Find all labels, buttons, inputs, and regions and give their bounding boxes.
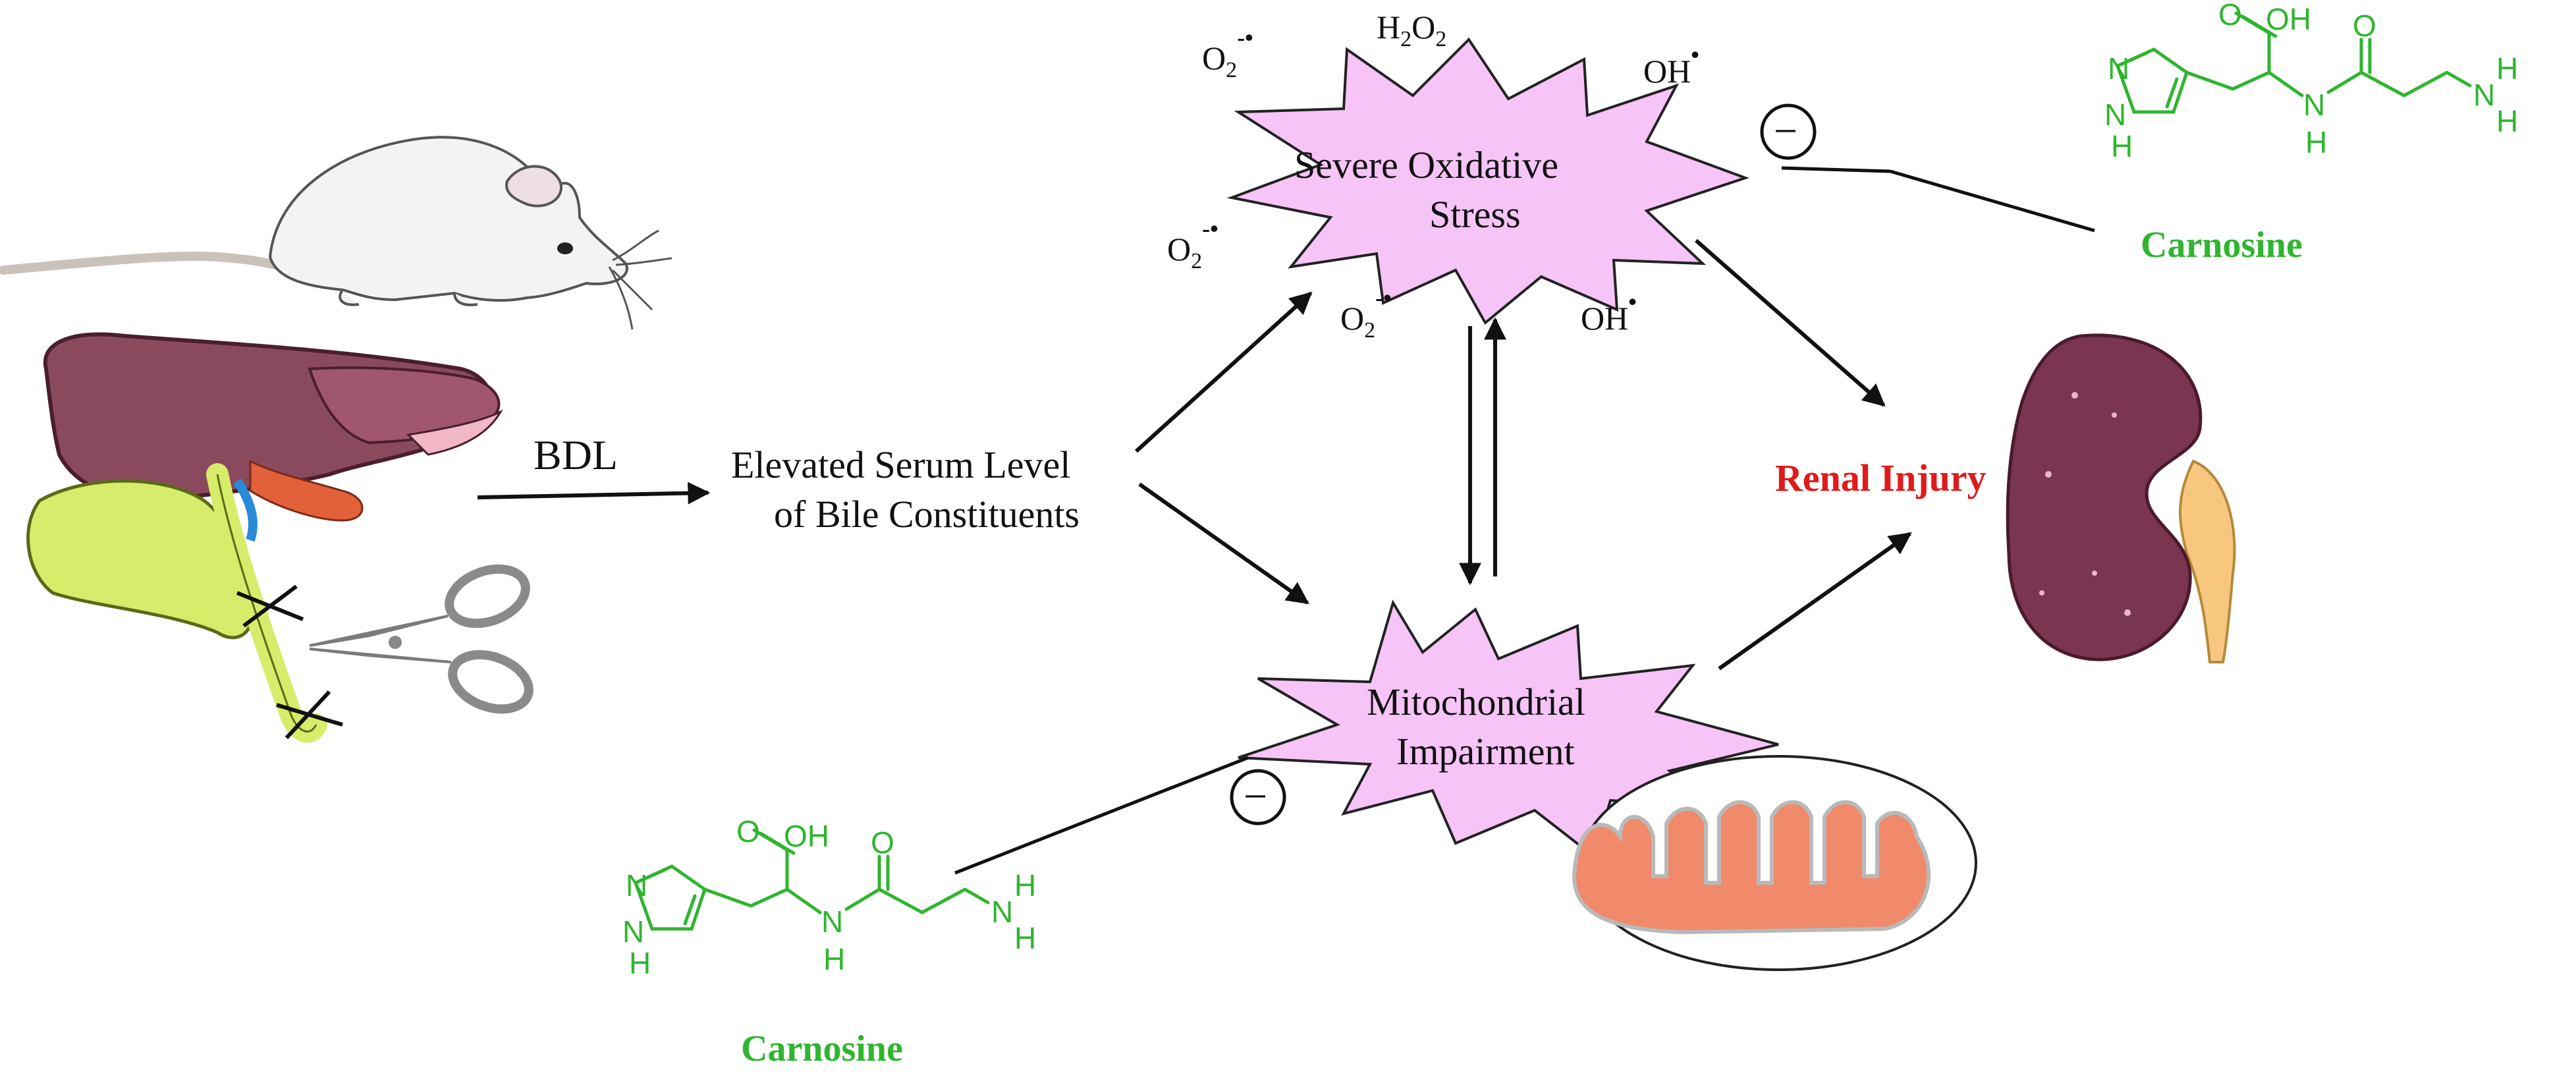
hydroxyl-label-2: OH• — [1581, 289, 1637, 337]
atom-oh: OH — [2266, 2, 2311, 36]
carnosine-bottom: − N N H O OH N H O N H H Carnosine — [622, 756, 1286, 1069]
superoxide-label-2: O2-• — [1167, 215, 1219, 273]
carnosine-top-label: Carnosine — [2141, 225, 2303, 265]
atom-n-b: N — [626, 868, 647, 903]
bdl-label: BDL — [534, 432, 618, 478]
kidney-illustration — [2006, 333, 2236, 663]
atom-o-amide: O — [2353, 9, 2376, 43]
atom-n-ring: N — [2104, 98, 2126, 132]
oxidative-star — [1226, 37, 1750, 325]
arrow-oxidative-to-renal — [1695, 238, 1886, 407]
atom-o-amide-b: O — [871, 825, 894, 860]
atom-o-acid: O — [2218, 0, 2242, 32]
inhibition-circle-bottom — [1230, 769, 1286, 825]
atom-h-amine-1-b: H — [1014, 868, 1036, 903]
arrow-to-mito — [1138, 482, 1309, 605]
oxidative-line-1: Severe Oxidative — [1294, 144, 1558, 186]
inhibition-circle-top — [1760, 103, 1817, 160]
carnosine-top: − N N H O OH N H O N H H Carnosine — [1760, 0, 2518, 265]
rat-illustration — [0, 136, 672, 330]
superoxide-label-1: O2-• — [1202, 24, 1253, 82]
atom-n-amide-b: N — [821, 905, 843, 939]
oxidative-line-2: Stress — [1429, 193, 1521, 236]
atom-h: H — [2111, 129, 2133, 163]
atom-h-amine-2-b: H — [1014, 921, 1036, 955]
mito-line-1: Mitochondrial — [1367, 681, 1585, 723]
atom-h-amine-1: H — [2496, 51, 2518, 86]
atom-n-amide: N — [2303, 88, 2325, 122]
inhibition-symbol-top: − — [1774, 107, 1797, 154]
arrow-mito-to-renal — [1718, 532, 1912, 671]
atom-oh-b: OH — [784, 819, 829, 853]
arrow-to-oxidative — [1134, 291, 1313, 453]
oxidative-stress-node: Severe Oxidative Stress — [1226, 37, 1750, 325]
renal-injury-label: Renal Injury — [1775, 457, 1987, 499]
h2o2-label: H2O2 — [1377, 9, 1446, 51]
atom-o-acid-b: O — [736, 814, 760, 849]
atom-n-amine-b: N — [991, 895, 1013, 929]
mitochondrion-illustration — [1572, 755, 1977, 971]
liver-illustration — [26, 332, 503, 743]
carnosine-bottom-label: Carnosine — [741, 1028, 903, 1069]
bdl-arrow — [477, 482, 711, 505]
ros-species: H2O2 O2-• OH• O2-• O2-• OH• — [1167, 9, 1699, 343]
atom-n: N — [2108, 51, 2129, 86]
elevated-line-2: of Bile Constituents — [774, 493, 1080, 536]
inhibition-line-top — [1781, 166, 1891, 173]
inhibition-line-bottom — [954, 756, 1249, 875]
hydroxyl-label-1: OH• — [1643, 42, 1699, 90]
atom-n-ring-b: N — [622, 914, 644, 949]
atom-n-amine: N — [2473, 78, 2495, 112]
elevated-line-1: Elevated Serum Level — [731, 443, 1070, 486]
atom-h-amine-2: H — [2496, 104, 2518, 138]
scissors-illustration — [309, 564, 534, 714]
atom-h-b: H — [629, 946, 651, 980]
inhibition-line-top-2 — [1890, 169, 2095, 233]
elevated-serum-node: Elevated Serum Level of Bile Constituent… — [731, 443, 1080, 536]
atom-h-amide-b: H — [823, 942, 845, 976]
atom-h-amide: H — [2305, 125, 2327, 159]
mito-line-2: Impairment — [1396, 730, 1575, 773]
inhibition-symbol-bottom: − — [1244, 773, 1267, 820]
superoxide-label-3: O2-• — [1340, 285, 1392, 343]
bdl-step: BDL — [477, 432, 711, 505]
